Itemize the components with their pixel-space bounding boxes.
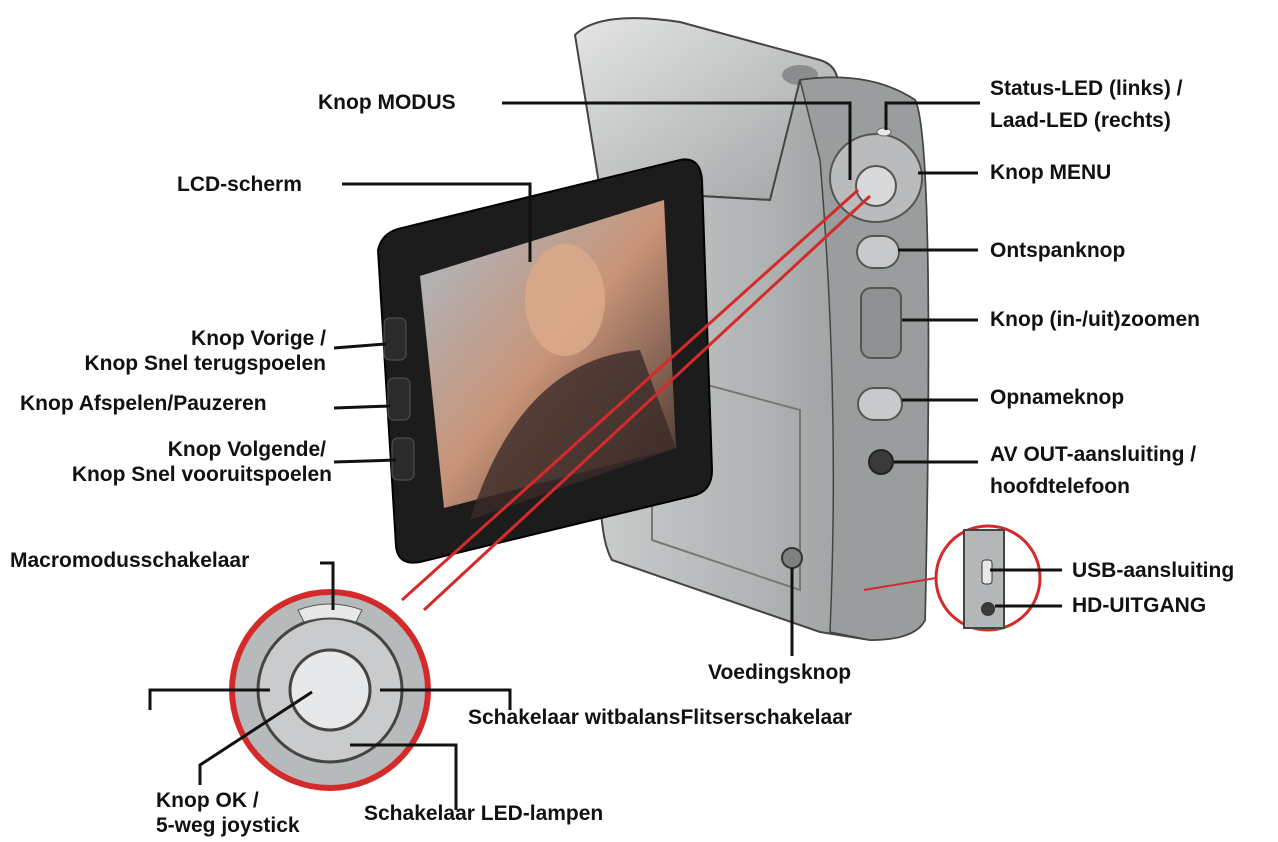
label-witbalans-flitser: Schakelaar witbalansFlitserschakelaar <box>468 706 853 729</box>
leader-lines <box>148 101 1062 810</box>
callout-lines <box>400 188 872 612</box>
label-ontspanknop: Ontspanknop <box>990 239 1126 262</box>
label-status-led-line1: Status-LED (links) / <box>990 77 1183 100</box>
connector-closeup <box>863 524 1042 632</box>
label-knop-volgende-line2: Knop Snel vooruitspoelen <box>71 463 332 486</box>
label-zoom: Knop (in-/uit)zoomen <box>990 308 1200 331</box>
label-usb: USB-aansluiting <box>1072 559 1235 582</box>
label-knop-volgende-line1: Knop Volgende/ <box>167 438 326 461</box>
label-lcd-scherm: LCD-scherm <box>177 173 302 196</box>
lcd-panel <box>376 158 714 564</box>
control-dial-closeup <box>229 589 431 791</box>
label-knop-modus: Knop MODUS <box>318 91 456 114</box>
label-opnameknop: Opnameknop <box>990 386 1125 409</box>
label-av-out-line2: hoofdtelefoon <box>990 475 1130 498</box>
label-hd-uitgang: HD-UITGANG <box>1072 594 1207 617</box>
label-knop-vorige-line2: Knop Snel terugspoelen <box>84 352 326 375</box>
label-led-lampen: Schakelaar LED-lampen <box>364 802 604 825</box>
label-voedingsknop: Voedingsknop <box>708 661 852 684</box>
label-av-out-line1: AV OUT-aansluiting / <box>990 443 1197 466</box>
label-knop-menu: Knop MENU <box>990 161 1112 184</box>
label-knop-afspelen: Knop Afspelen/Pauzeren <box>20 392 267 415</box>
label-knop-ok-line2: 5-weg joystick <box>156 814 300 837</box>
label-status-led-line2: Laad-LED (rechts) <box>990 109 1171 132</box>
label-knop-vorige-line1: Knop Vorige / <box>191 327 326 350</box>
label-macromodus: Macromodusschakelaar <box>10 549 250 572</box>
label-knop-ok-line1: Knop OK / <box>156 789 259 812</box>
